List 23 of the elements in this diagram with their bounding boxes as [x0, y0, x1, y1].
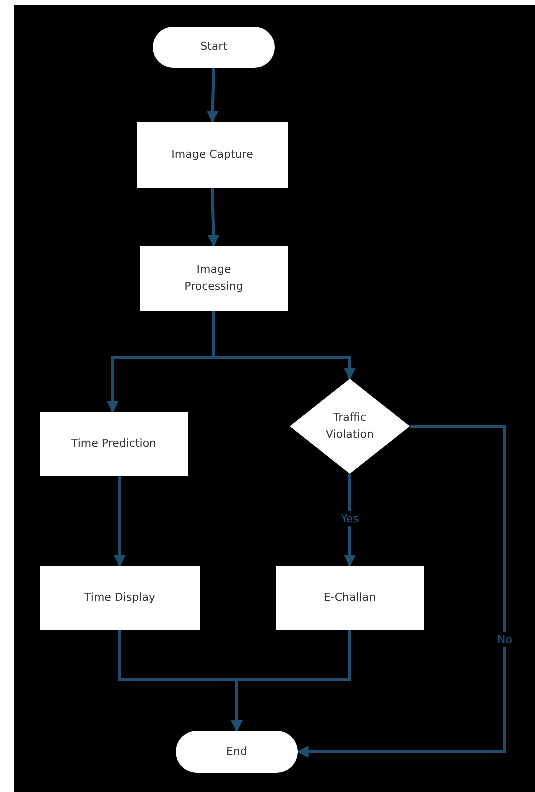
arrow [344, 474, 356, 568]
node-label: End [226, 744, 248, 760]
arrow [208, 188, 220, 248]
node-label: E-Challan [324, 590, 376, 606]
terminal-pill [153, 27, 275, 68]
process-box [140, 246, 288, 311]
arrow [114, 476, 126, 568]
process-box [276, 566, 424, 630]
process-box [40, 412, 188, 476]
node-label: Image Processing [184, 262, 244, 294]
node-label: Image Capture [172, 146, 254, 163]
node-label: Time Display [84, 590, 156, 606]
arrow [296, 425, 506, 758]
terminal-pill [176, 731, 298, 773]
node-label: Start [200, 39, 228, 56]
node-label: Traffic Violation [325, 410, 375, 442]
node-label: Time Prediction [71, 436, 157, 452]
edge-label: No [496, 632, 514, 648]
edge-label: Yes [339, 512, 361, 526]
process-box [40, 566, 200, 630]
arrow [212, 311, 356, 380]
arrow [206, 68, 219, 124]
process-box [137, 122, 288, 188]
